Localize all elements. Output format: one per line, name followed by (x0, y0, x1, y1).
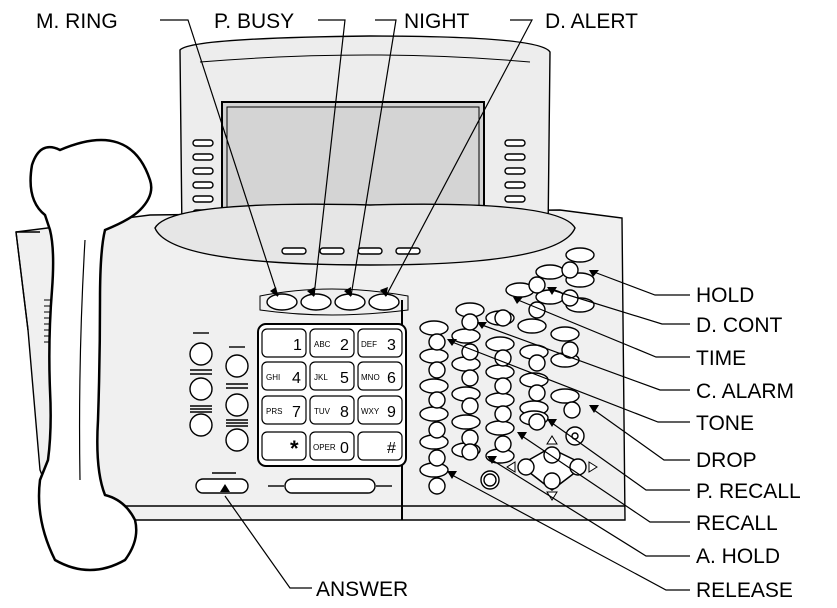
label-m-ring: M. RING (36, 10, 118, 33)
key-hash: # (357, 431, 403, 461)
label-drop: DROP (696, 449, 757, 472)
label-tone: TONE (696, 412, 754, 435)
svg-text:0: 0 (340, 440, 349, 457)
svg-text:2: 2 (340, 337, 349, 354)
svg-text:1: 1 (293, 337, 302, 354)
key-7: PRS 7 (261, 395, 307, 425)
svg-text:3: 3 (387, 337, 396, 354)
svg-text:GHI: GHI (266, 373, 280, 382)
svg-text:7: 7 (292, 404, 301, 421)
keypad-frame (257, 323, 407, 467)
key-2: ABC 2 (309, 328, 355, 358)
svg-text:5: 5 (340, 370, 349, 387)
svg-text:MNO: MNO (361, 373, 380, 382)
svg-text:*: * (290, 436, 299, 461)
feature-buttons-top (266, 293, 400, 311)
key-6: MNO 6 (357, 361, 403, 391)
key-8: TUV 8 (309, 395, 355, 425)
key-5: JKL 5 (309, 361, 355, 391)
lcd-screen (221, 101, 485, 221)
svg-text:4: 4 (292, 370, 301, 387)
key-9: WXY 9 (357, 395, 403, 425)
svg-text:PRS: PRS (266, 407, 282, 416)
bottom-leader-line (224, 495, 312, 589)
svg-text:DEF: DEF (361, 340, 377, 349)
right-button-bank (419, 247, 595, 495)
label-time: TIME (696, 347, 746, 370)
label-a-hold: A. HOLD (696, 545, 780, 568)
answer-button (195, 472, 249, 494)
left-round-buttons (189, 332, 249, 452)
svg-text:OPER: OPER (313, 443, 336, 452)
svg-text:WXY: WXY (361, 407, 380, 416)
label-c-alarm: C. ALARM (696, 380, 794, 403)
label-p-busy: P. BUSY (214, 10, 294, 33)
keypad-keys: 1 ABC 2 DEF 3 GHI 4 JKL 5 MNO 6 PRS 7 TUV 8 WXY… (261, 328, 403, 461)
key-star: * (261, 431, 307, 461)
svg-text:6: 6 (387, 370, 396, 387)
svg-text:8: 8 (340, 404, 349, 421)
key-0: OPER 0 (309, 431, 355, 461)
svg-text:9: 9 (387, 404, 396, 421)
display-base (154, 203, 576, 266)
svg-text:TUV: TUV (314, 407, 331, 416)
label-answer: ANSWER (316, 578, 408, 601)
key-1: 1 (261, 328, 307, 358)
top-labels: M. RING P. BUSY NIGHT D. ALERT (36, 10, 638, 33)
label-night: NIGHT (404, 10, 470, 33)
label-release: RELEASE (696, 579, 793, 602)
arrowheads (220, 270, 599, 492)
handset (29, 138, 153, 572)
top-leader-lines (160, 19, 533, 297)
right-labels: HOLD D. CONT TIME C. ALARM TONE DROP P. … (696, 284, 801, 602)
right-leader-lines (451, 271, 690, 591)
label-recall: RECALL (696, 512, 778, 535)
svg-text:JKL: JKL (314, 373, 328, 382)
key-3: DEF 3 (357, 328, 403, 358)
label-d-cont: D. CONT (696, 314, 783, 337)
svg-text:ABC: ABC (314, 340, 331, 349)
key-4: GHI 4 (261, 361, 307, 391)
label-hold: HOLD (696, 284, 754, 307)
label-d-alert: D. ALERT (545, 10, 638, 33)
label-p-recall: P. RECALL (696, 480, 801, 503)
volume-bar (268, 478, 392, 494)
svg-text:#: # (387, 440, 396, 457)
